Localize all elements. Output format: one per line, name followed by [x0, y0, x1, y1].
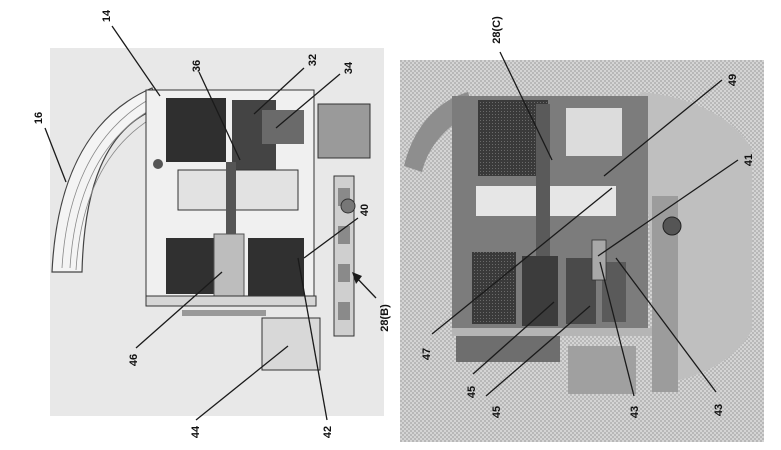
leader-42 [297, 257, 328, 421]
label-34: 34 [343, 61, 355, 74]
label-41: 41 [743, 154, 755, 166]
label-47: 47 [421, 348, 433, 360]
label-28b: 28(B) [379, 304, 391, 332]
leader-43a [599, 261, 635, 397]
label-42: 42 [322, 426, 334, 438]
right-view [400, 60, 764, 442]
base-plate [145, 295, 317, 307]
leader-43b [615, 257, 717, 393]
label-40: 40 [359, 204, 371, 216]
right-wheel [662, 216, 682, 236]
label-32: 32 [307, 54, 319, 66]
upper-right-block [262, 110, 304, 144]
lower-left-cylinder [166, 238, 214, 294]
leader-lines [44, 25, 739, 421]
right-spring [591, 239, 607, 281]
leader-47 [431, 187, 613, 335]
lower-right-cylinder [248, 238, 304, 296]
lower-center-shaft [213, 233, 245, 299]
leader-45a [472, 301, 555, 375]
label-45-lower: 45 [491, 406, 503, 418]
wheel [340, 198, 356, 214]
label-49: 49 [727, 74, 739, 86]
label-43-right: 43 [713, 404, 725, 416]
right-upper-box [566, 108, 622, 156]
rail-slot-3 [338, 264, 350, 282]
leader-41 [597, 159, 739, 257]
center-divider [226, 162, 236, 250]
leader-14 [111, 25, 161, 97]
bottom-box [261, 317, 321, 371]
side-rail [333, 175, 355, 337]
label-16: 16 [33, 112, 45, 124]
cover-ribs [61, 99, 153, 271]
arrowhead-28b [352, 272, 362, 284]
leader-40 [303, 217, 359, 259]
leader-34 [275, 73, 341, 129]
fastener-row [182, 310, 266, 316]
leader-44 [195, 345, 289, 421]
leader-32 [253, 67, 305, 115]
right-bottom-box [568, 346, 636, 394]
reference-labels: 14 16 32 34 36 40 42 44 46 28(B) 28(C) 4… [33, 9, 755, 438]
center-block [177, 169, 299, 211]
label-46: 46 [128, 354, 140, 366]
label-44: 44 [190, 425, 202, 438]
rail-slot-4 [338, 302, 350, 320]
label-36: 36 [191, 60, 203, 72]
upper-dark-block [166, 98, 226, 162]
right-cylinder-2 [522, 256, 558, 326]
leader-16 [44, 127, 67, 183]
leader-45b [485, 305, 591, 397]
right-base-plate [452, 328, 652, 336]
right-cylinder-1 [472, 252, 516, 324]
left-view [50, 48, 384, 416]
label-14: 14 [101, 9, 113, 22]
leader-36 [198, 71, 241, 161]
label-28c: 28(C) [491, 16, 503, 44]
leader-28c [499, 51, 553, 161]
leader-46 [135, 271, 223, 349]
label-45-upper: 45 [466, 386, 478, 398]
pivot-knob [153, 159, 163, 169]
side-box [317, 103, 371, 159]
right-gear-cluster [456, 336, 560, 362]
leader-49 [603, 79, 723, 177]
label-43-left: 43 [629, 406, 641, 418]
